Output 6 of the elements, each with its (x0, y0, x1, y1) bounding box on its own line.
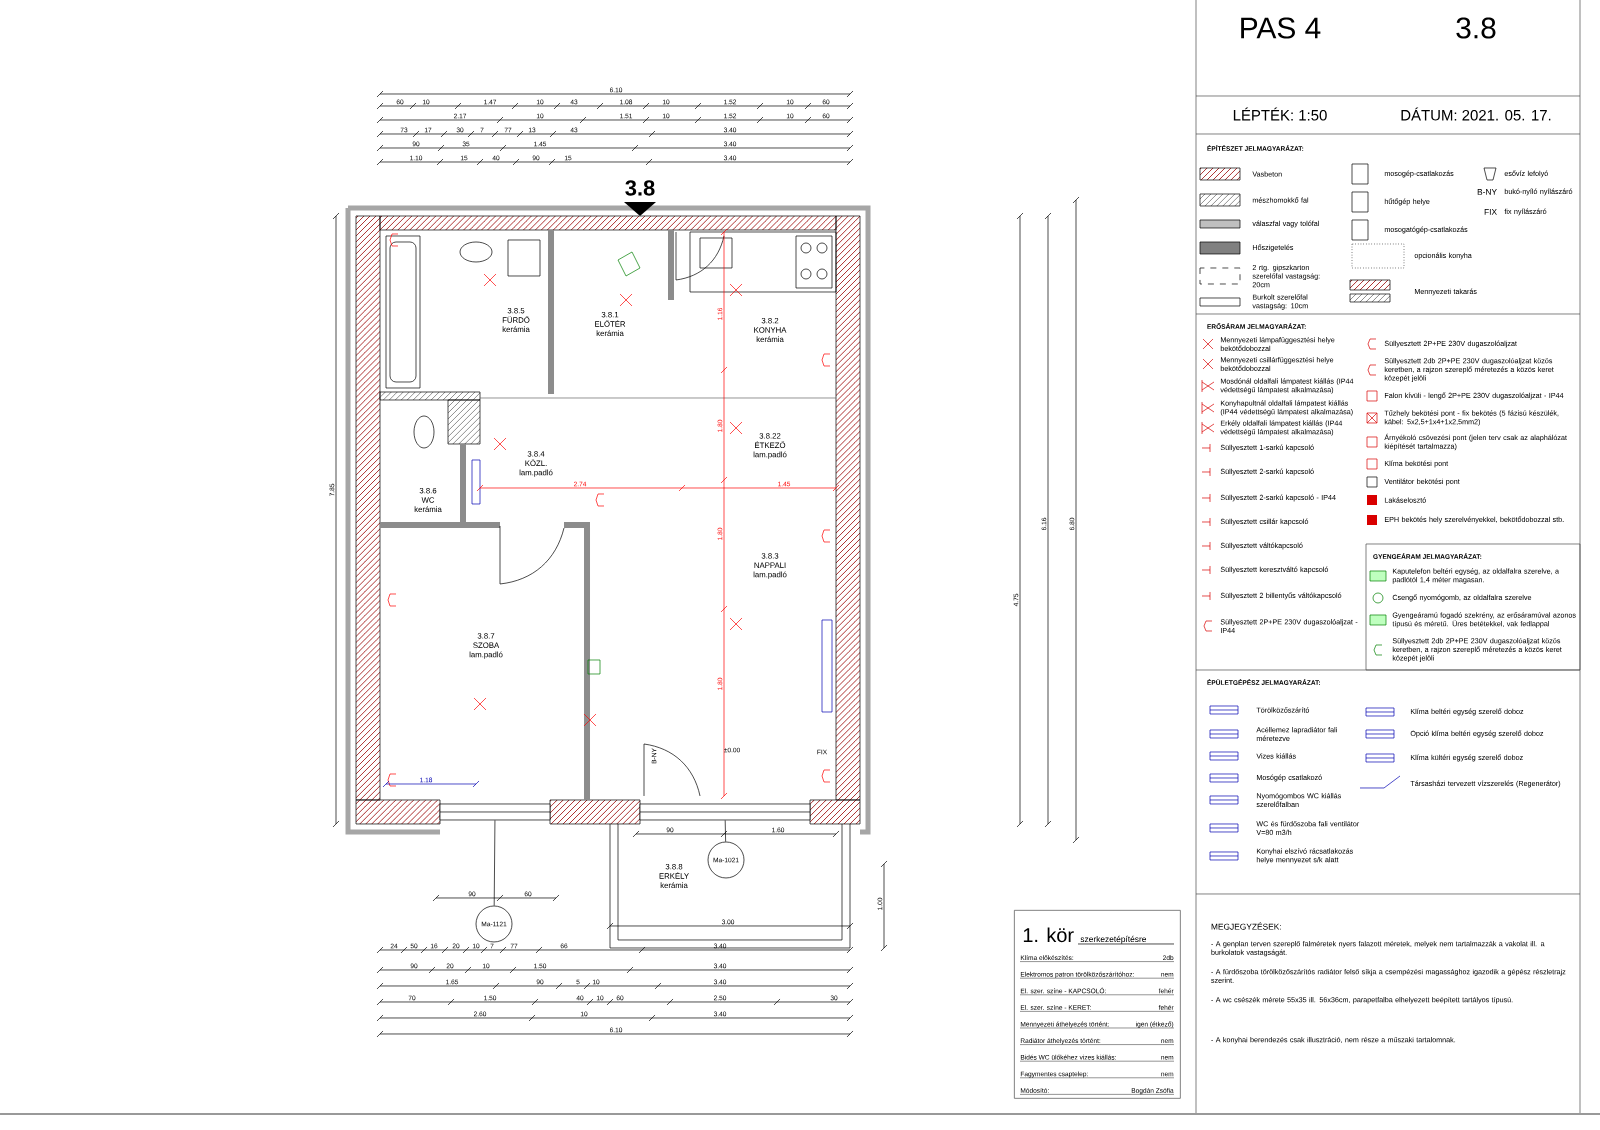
window (639, 803, 811, 821)
window (439, 803, 551, 821)
leader-line (724, 820, 726, 842)
leader-line (493, 820, 496, 906)
title-text: 3.8 (1456, 17, 1496, 39)
title-text: PAS 4 (1241, 17, 1321, 39)
